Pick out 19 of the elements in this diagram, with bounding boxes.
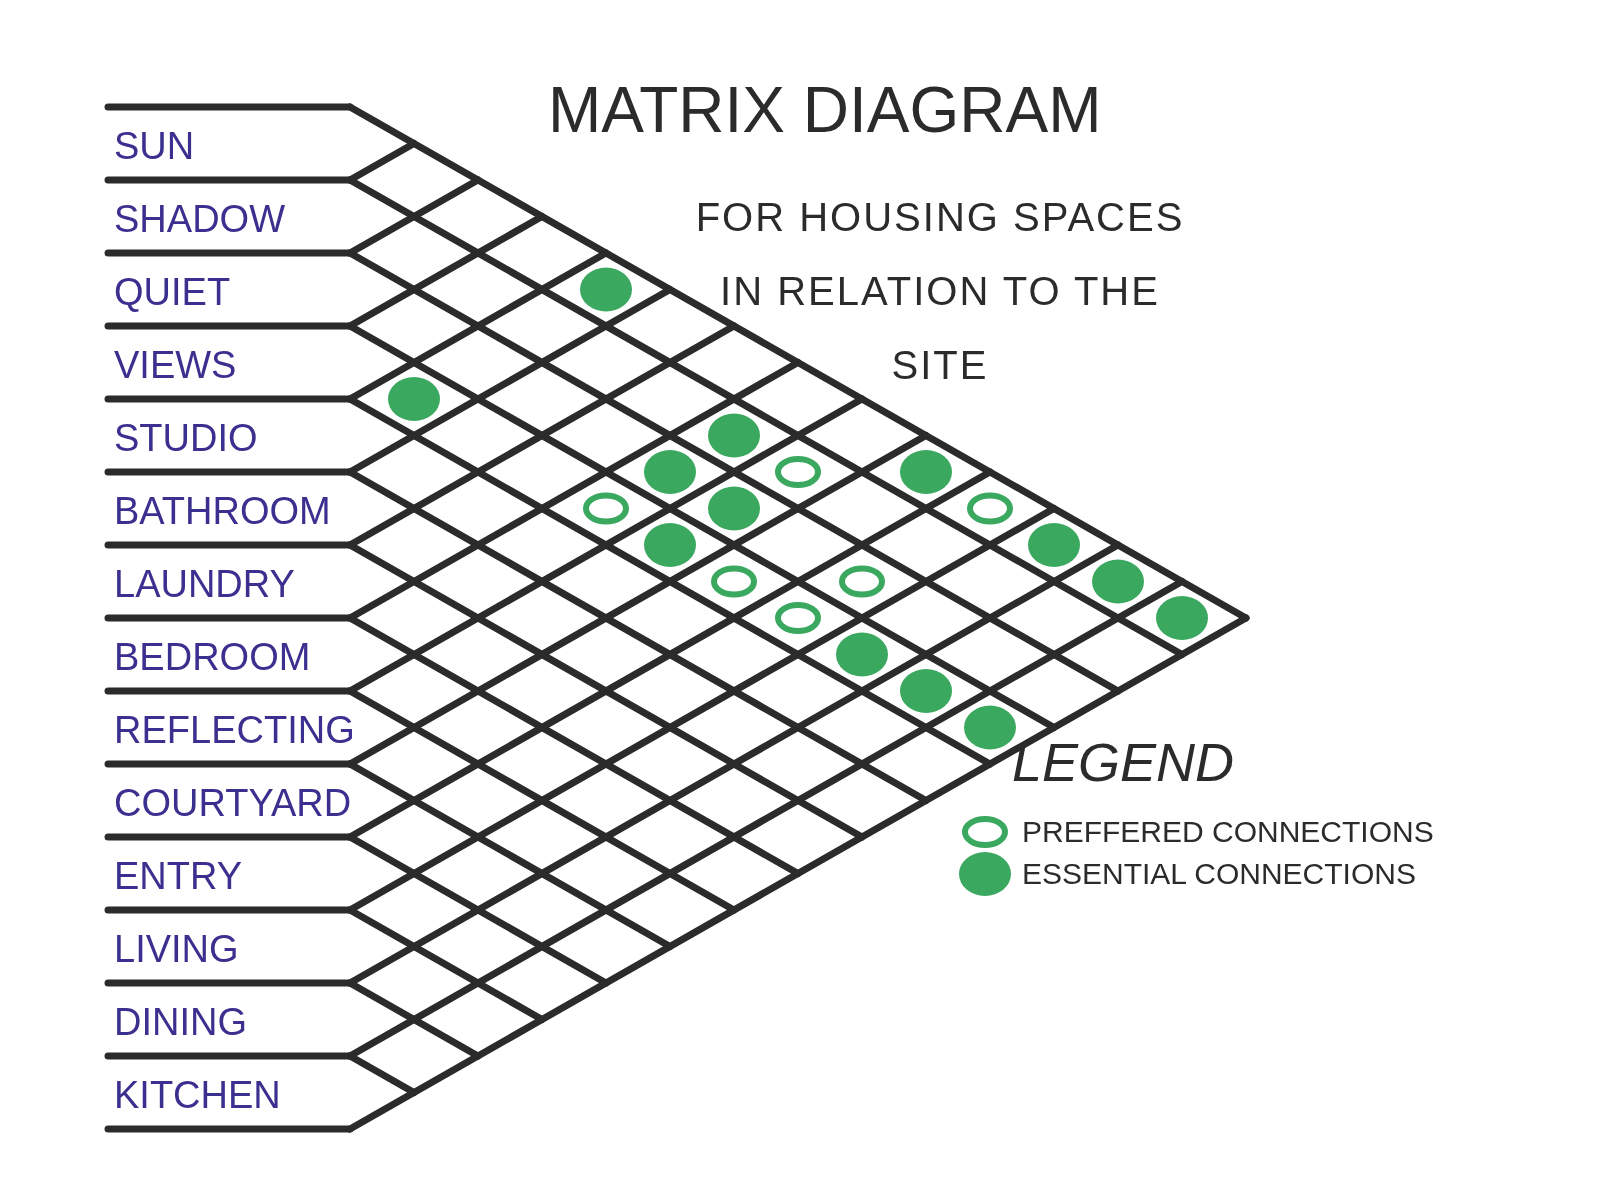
row-label: BATHROOM [114,492,331,530]
row-label: LAUNDRY [114,565,295,603]
title: MATRIX DIAGRAM [548,78,1102,142]
row-label: DINING [114,1003,247,1041]
row-label: LIVING [114,930,239,968]
subtitle: FOR HOUSING SPACES IN RELATION TO THE SITE [694,194,1186,389]
row-label: ENTRY [114,857,243,895]
row-label: QUIET [114,273,231,311]
row-label: BEDROOM [114,638,311,676]
legend-heading: LEGEND [1012,735,1235,789]
row-label: REFLECTING [114,711,355,749]
row-label: VIEWS [114,346,237,384]
row-label: SHADOW [114,200,285,238]
row-label: COURTYARD [114,784,352,822]
row-label: KITCHEN [114,1076,281,1114]
row-label: SUN [114,127,195,165]
legend-label: PREFFERED CONNECTIONS [1022,817,1434,847]
legend-label: ESSENTIAL CONNECTIONS [1022,859,1416,889]
row-label: STUDIO [114,419,258,457]
